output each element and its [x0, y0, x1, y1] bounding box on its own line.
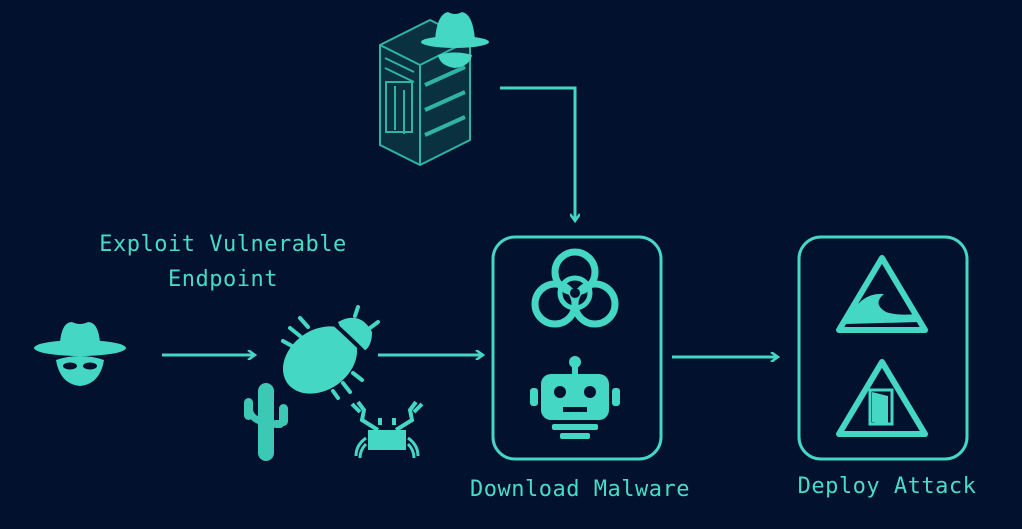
- biohazard-icon: [531, 248, 619, 328]
- exploit-label-line2: Endpoint: [168, 267, 278, 292]
- exploit-label-line1: Exploit Vulnerable: [99, 232, 347, 257]
- server-hacker-icon: [379, 12, 489, 167]
- robot-icon: [530, 356, 620, 439]
- hacker-icon: [34, 322, 126, 386]
- deploy-attack-label: Deploy Attack: [797, 474, 977, 499]
- bug-icon: [281, 305, 380, 400]
- deploy-attack-box: [797, 235, 969, 461]
- exit-door-warning-icon: [836, 359, 928, 437]
- cactus-icon: [244, 383, 288, 461]
- download-malware-label: Download Malware: [470, 477, 690, 502]
- arrow-server-to-download: [500, 86, 575, 220]
- download-malware-box: [491, 235, 663, 461]
- tsunami-warning-icon: [836, 255, 928, 333]
- crab-icon: [350, 400, 424, 459]
